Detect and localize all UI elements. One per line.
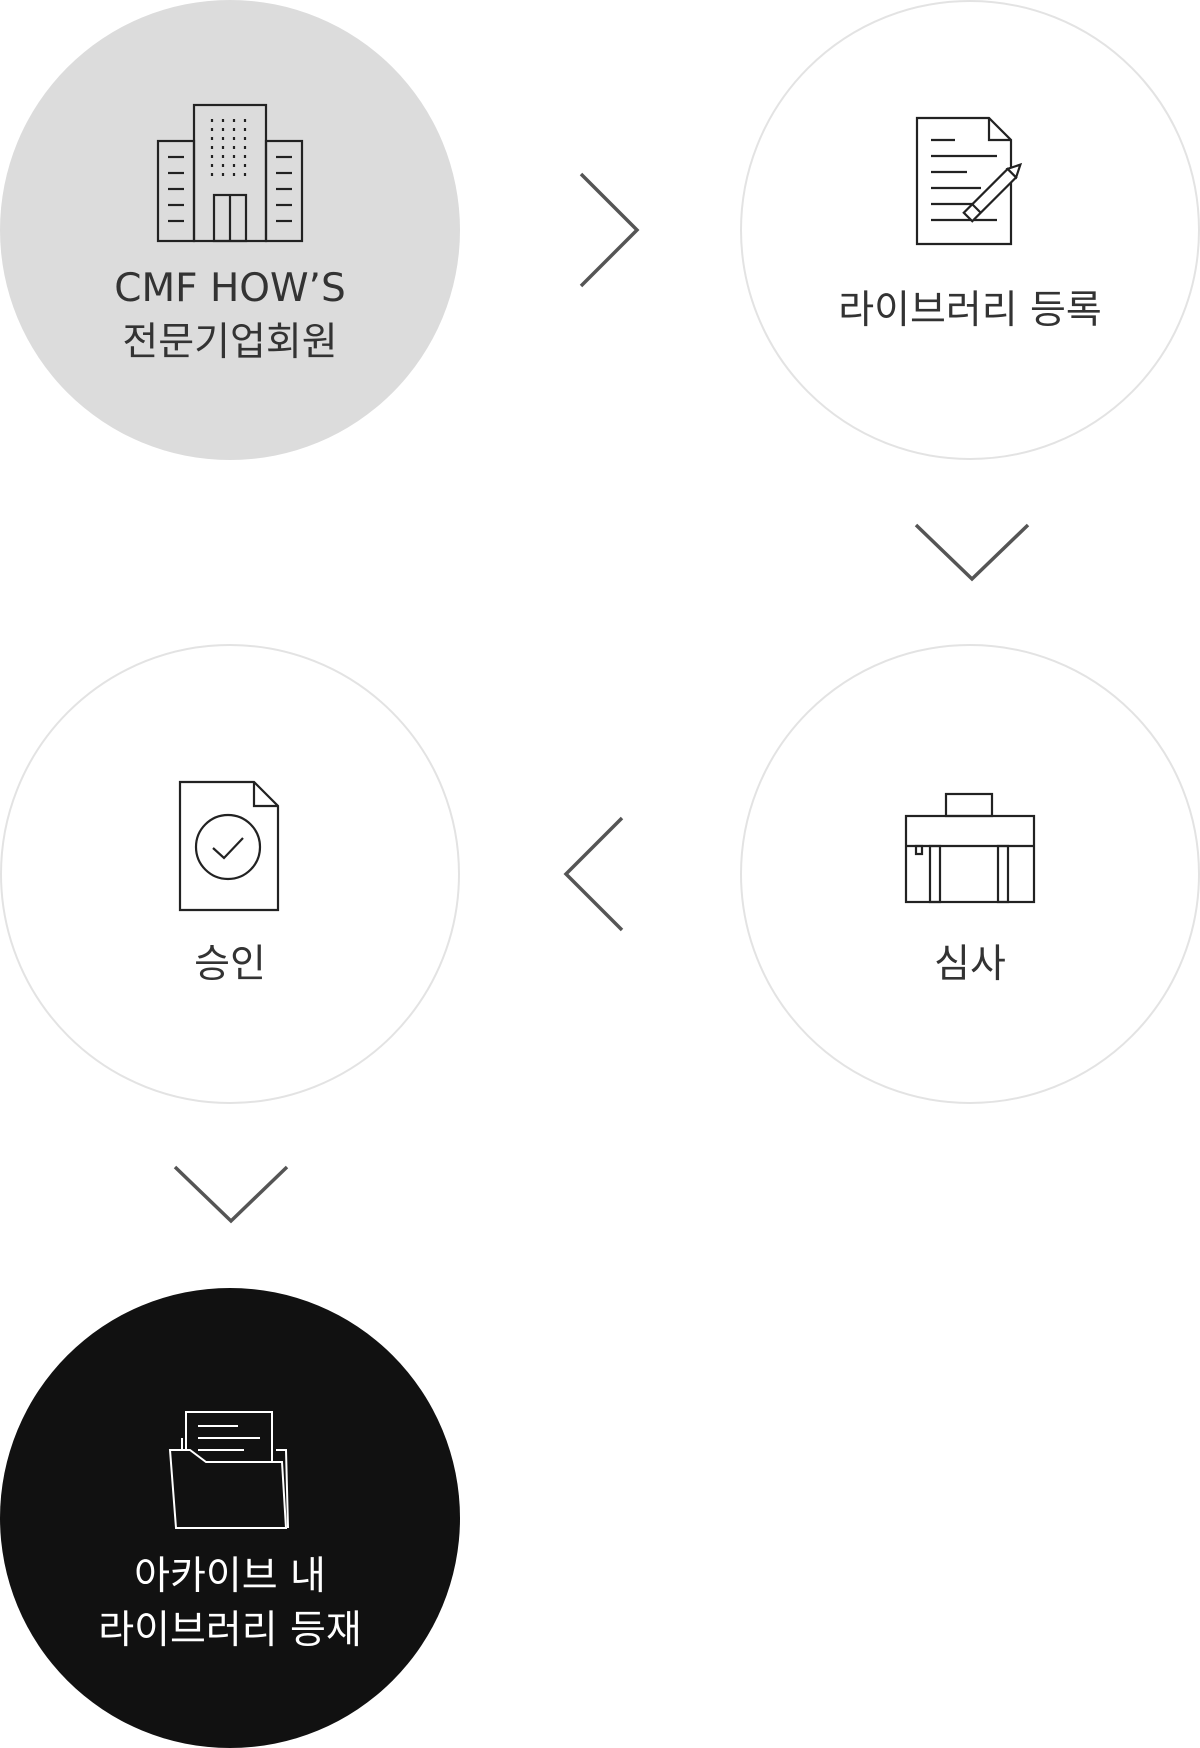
step-approval: 승인 xyxy=(0,644,460,1104)
document-check-icon xyxy=(2,780,458,914)
chevron-down-icon xyxy=(912,521,1032,585)
chevron-left-icon xyxy=(560,814,628,934)
briefcase-icon xyxy=(742,792,1198,904)
chevron-down-icon xyxy=(171,1163,291,1227)
step-library-registration: 라이브러리 등록 xyxy=(740,0,1200,460)
chevron-right-icon xyxy=(575,170,643,290)
folder-document-icon xyxy=(0,1410,460,1532)
label-line: CMF HOW’S xyxy=(114,266,346,311)
step-review: 심사 xyxy=(740,644,1200,1104)
label-line: 전문기업회원 xyxy=(122,320,338,365)
step-label: 아카이브 내 라이브러리 등재 xyxy=(0,1550,460,1658)
label-line: 라이브러리 등록 xyxy=(838,288,1102,333)
step-expert-member: CMF HOW’S 전문기업회원 xyxy=(0,0,460,460)
building-icon xyxy=(0,101,460,243)
label-line: 심사 xyxy=(934,942,1006,987)
step-label: 라이브러리 등록 xyxy=(742,284,1198,338)
step-label: 심사 xyxy=(742,938,1198,992)
label-line: 승인 xyxy=(194,942,266,987)
step-archive-listing: 아카이브 내 라이브러리 등재 xyxy=(0,1288,460,1748)
step-label: 승인 xyxy=(2,938,458,992)
document-pencil-icon xyxy=(742,114,1198,248)
label-line: 아카이브 내 xyxy=(134,1554,326,1599)
step-label: CMF HOW’S 전문기업회원 xyxy=(0,262,460,370)
label-line: 라이브러리 등재 xyxy=(98,1608,362,1653)
